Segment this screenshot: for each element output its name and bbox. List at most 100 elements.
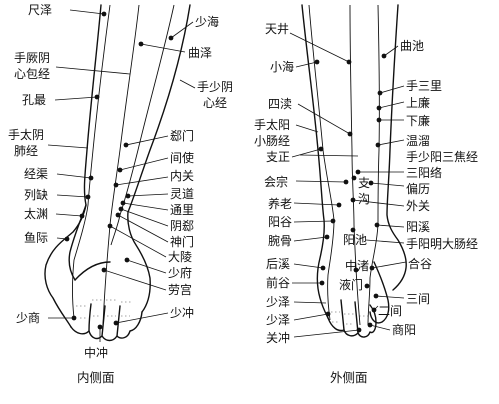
point-yangchi xyxy=(350,227,356,233)
leader-line xyxy=(295,180,347,183)
label-shenmen: 神门 xyxy=(170,234,194,249)
point-yemen xyxy=(364,283,370,289)
label-laogong: 劳宫 xyxy=(168,282,192,297)
left-finger-creases xyxy=(76,299,132,319)
label-yanggu: 阳谷 xyxy=(268,215,292,229)
label-shoujueyin-2: 心包经 xyxy=(14,67,50,81)
leader-line xyxy=(47,144,89,149)
label-zhongzhu-2: 液门 xyxy=(339,277,363,292)
leader-line xyxy=(56,194,89,198)
label-guanchong: 关冲 xyxy=(266,330,290,345)
left-fingers-outline xyxy=(70,311,143,342)
label-shoushaoyin-2: 心经 xyxy=(203,96,227,110)
label-hegu: 合谷 xyxy=(408,256,432,271)
right-forearm-outline-right xyxy=(386,4,407,291)
label-waiguan: 外关 xyxy=(406,199,430,213)
label-shousanli: 手三里 xyxy=(406,79,442,93)
leader-line xyxy=(115,312,169,324)
right-finger-divide-1 xyxy=(340,299,345,331)
label-sanjian: 三间 xyxy=(406,292,430,306)
label-daling: 大陵 xyxy=(168,250,192,264)
right-labels: 天井 曲池 小海 手三里 上廉 四渎 下廉 手太阳 小肠经 温溜 手少阳三焦经 … xyxy=(254,22,478,345)
leader-line xyxy=(376,224,405,228)
label-shouyangming: 手阳明大肠经 xyxy=(406,237,478,251)
right-meridian-small-intestine xyxy=(308,4,335,321)
label-yangchi: 阳池 xyxy=(343,233,367,247)
leader-line xyxy=(122,202,169,211)
leader-line xyxy=(115,176,169,186)
leader-line xyxy=(297,103,351,135)
label-shangyang: 商阳 xyxy=(392,322,416,337)
label-shaohai: 少海 xyxy=(195,14,219,29)
leader-line xyxy=(56,237,68,240)
label-yangxi: 阳溪 xyxy=(406,220,430,234)
leader-line xyxy=(127,193,169,197)
left-arm-figure: 尺泽 少海 曲泽 手厥阴 心包经 手少阴 心经 孔最 手太阴 肺经 郄门 间使 … xyxy=(8,3,233,385)
leader-line xyxy=(365,239,405,244)
leader-line xyxy=(295,61,318,68)
label-shaoshang: 少商 xyxy=(16,310,40,325)
label-erjian: 二间 xyxy=(378,304,402,318)
label-pianli: 偏历 xyxy=(406,181,430,196)
label-shaoze-repeat: 少泽 xyxy=(266,313,290,327)
label-sidu: 四渎 xyxy=(268,97,292,111)
label-lingdao: 灵道 xyxy=(170,187,194,201)
leader-line xyxy=(293,313,329,321)
left-forearm-outline-left xyxy=(44,4,102,328)
leader-line xyxy=(56,173,92,179)
label-wenliu: 温溜 xyxy=(406,133,430,148)
leader-line xyxy=(140,43,186,53)
leader-line xyxy=(55,66,131,75)
leader-line xyxy=(379,85,405,94)
leader-line xyxy=(170,21,194,39)
leader-line xyxy=(125,135,169,146)
leader-line xyxy=(293,220,334,223)
left-labels: 尺泽 少海 曲泽 手厥阴 心包经 手少阴 心经 孔最 手太阴 肺经 郄门 间使 … xyxy=(8,3,233,360)
leader-line xyxy=(291,148,322,158)
leader-line xyxy=(293,202,340,206)
label-shoushaoyin-1: 手少阴 xyxy=(197,80,233,94)
label-tongli: 通里 xyxy=(170,203,194,217)
left-leaders xyxy=(47,9,196,342)
label-shaofu: 少府 xyxy=(168,265,192,280)
right-meridian-large-intestine xyxy=(367,4,380,326)
label-shaoze: 少泽 xyxy=(266,295,290,309)
leader-line xyxy=(103,269,167,291)
label-xialian: 下廉 xyxy=(406,113,430,128)
leader-line xyxy=(293,263,324,269)
right-arm-figure: 天井 曲池 小海 手三里 上廉 四渎 下廉 手太阳 小肠经 温溜 手少阳三焦经 … xyxy=(254,4,478,385)
leader-line xyxy=(373,305,379,311)
label-shanglian: 上廉 xyxy=(406,95,430,110)
label-ximen: 郄门 xyxy=(170,128,194,143)
label-zhigou-2: 沟 xyxy=(358,192,370,206)
label-wangu: 腕骨 xyxy=(268,233,292,248)
leader-line xyxy=(126,259,167,274)
label-tianjing: 天井 xyxy=(265,22,289,36)
label-zhongzhu-1: 中渚 xyxy=(345,258,369,273)
point-zhigou xyxy=(351,175,357,181)
label-shoutaiyang-1: 手太阳 xyxy=(254,117,290,132)
leader-line xyxy=(293,329,360,338)
leader-line xyxy=(55,213,83,217)
leader-line xyxy=(377,139,405,146)
leader-line xyxy=(179,79,196,89)
leader-line xyxy=(289,32,350,63)
label-shoutaiyang-2: 小肠经 xyxy=(254,134,290,148)
left-meridian-pericardium xyxy=(102,4,140,326)
label-xiaohai: 小海 xyxy=(270,59,294,74)
label-lieque: 列缺 xyxy=(24,187,48,202)
caption-outer-side: 外侧面 xyxy=(330,370,368,385)
left-acupoints xyxy=(64,11,174,330)
leader-line xyxy=(293,301,327,304)
label-shoujueyin-1: 手厥阴 xyxy=(14,51,50,65)
label-zhigou-1: 支 xyxy=(358,176,370,190)
label-jianshi: 间使 xyxy=(170,150,194,165)
label-quchi: 曲池 xyxy=(400,39,424,53)
leader-line xyxy=(109,225,167,258)
label-shaochong: 少冲 xyxy=(170,305,194,320)
label-taiyuan: 太渊 xyxy=(24,206,48,221)
leader-line xyxy=(383,45,399,57)
leader-line xyxy=(370,182,405,187)
